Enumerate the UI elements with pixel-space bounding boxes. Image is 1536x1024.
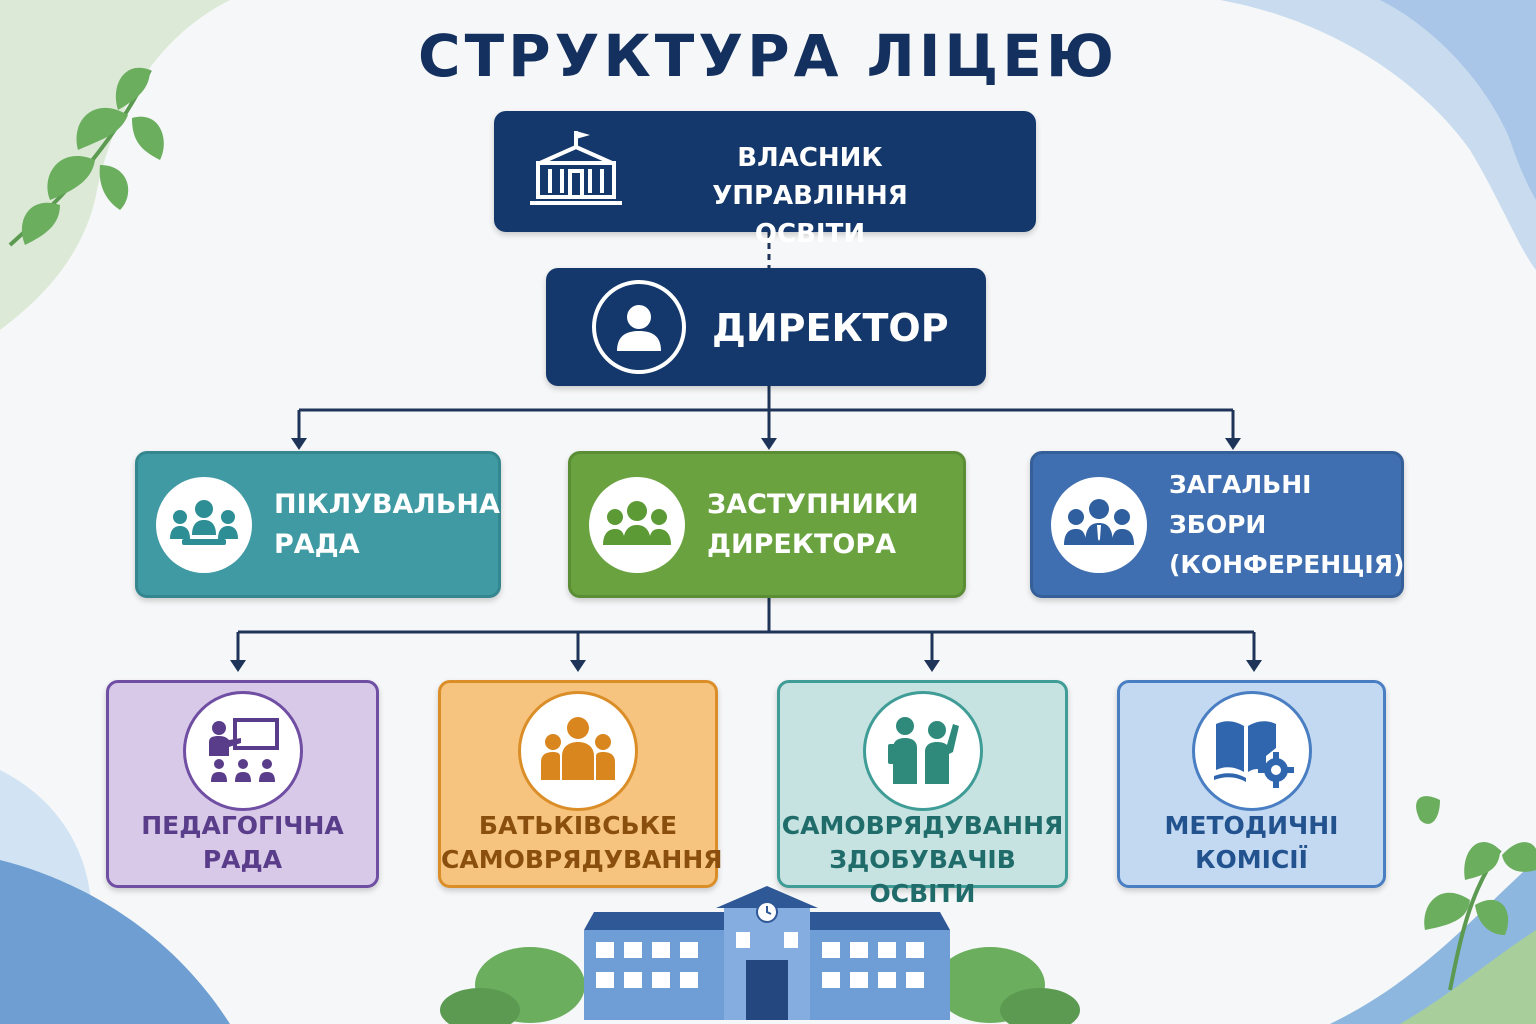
zastupnyky-label-line2: ДИРЕКТОРА: [707, 528, 896, 560]
metodychni-komisii-box: МЕТОДИЧНІ КОМІСІЇ: [1117, 680, 1386, 888]
owner-box: ВЛАСНИК УПРАВЛІННЯ ОСВІТИ: [494, 111, 1036, 249]
pedagogichna-label-line2: РАДА: [202, 845, 283, 874]
metodychni-label-line2: КОМІСІЇ: [1195, 845, 1308, 874]
top-right-wave: [1220, 0, 1536, 270]
group-meeting-icon: [156, 476, 252, 573]
owner-label-line2: УПРАВЛІННЯ ОСВІТИ: [712, 181, 908, 249]
pedagogichna-label-line1: ПЕДАГОГІЧНА: [141, 811, 344, 840]
batkivske-samovryaduvannya-box: БАТЬКІВСЬКЕ САМОВРЯДУВАННЯ: [438, 680, 723, 888]
director-label: ДИРЕКТОР: [712, 306, 949, 350]
bottom-right-wave-green: [1400, 930, 1536, 1024]
students-icon: [862, 691, 983, 811]
pedagogichna-rada-box: ПЕДАГОГІЧНА РАДА: [106, 680, 379, 888]
zahalni-zbory-box: ЗАГАЛЬНІ ЗБОРИ (КОНФЕРЕНЦІЯ): [1030, 451, 1404, 598]
teacher-presentation-icon: [182, 691, 303, 811]
pikluvalna-rada-box: ПІКЛУВАЛЬНА РАДА: [135, 451, 501, 598]
director-box: ДИРЕКТОР: [546, 268, 986, 386]
samovryaduvannya-label-line2: ЗДОБУВАЧІВ ОСВІТИ: [829, 845, 1016, 908]
zahalni-label-line1: ЗАГАЛЬНІ ЗБОРИ: [1169, 469, 1312, 539]
page-title: СТРУКТУРА ЛІЦЕЮ: [418, 22, 1118, 90]
batkivske-label-line2: САМОВРЯДУВАННЯ: [441, 845, 723, 874]
parents-group-icon: [518, 691, 638, 811]
book-gear-icon: [1191, 691, 1312, 811]
samovryaduvannya-label-line1: САМОВРЯДУВАННЯ: [781, 811, 1064, 840]
leaf-branch-top-left: [8, 67, 164, 247]
team-icon: [589, 476, 685, 573]
samovryaduvannya-zdobuvachiv-box: САМОВРЯДУВАННЯ ЗДОБУВАЧІВ ОСВІТИ: [777, 680, 1068, 908]
batkivske-label-line1: БАТЬКІВСЬКЕ: [478, 811, 678, 840]
pikluvalna-label-line2: РАДА: [274, 528, 360, 560]
metodychni-label-line1: МЕТОДИЧНІ: [1164, 811, 1339, 840]
zahalni-label-line2: (КОНФЕРЕНЦІЯ): [1169, 549, 1405, 579]
bottom-left-wave-dark: [0, 860, 230, 1024]
top-right-wave-inner: [1380, 0, 1536, 200]
government-building-icon: [526, 127, 626, 220]
zastupnyky-dyrektora-box: ЗАСТУПНИКИ ДИРЕКТОРА: [568, 451, 966, 598]
owner-label-line1: ВЛАСНИК: [737, 143, 883, 173]
leaf-branch-bottom-right: [1416, 796, 1536, 991]
person-icon: [592, 280, 686, 374]
zastupnyky-label-line1: ЗАСТУПНИКИ: [707, 488, 919, 520]
top-left-wave: [0, 0, 230, 330]
pikluvalna-label-line1: ПІКЛУВАЛЬНА: [274, 488, 500, 520]
assembly-icon: [1051, 476, 1147, 573]
